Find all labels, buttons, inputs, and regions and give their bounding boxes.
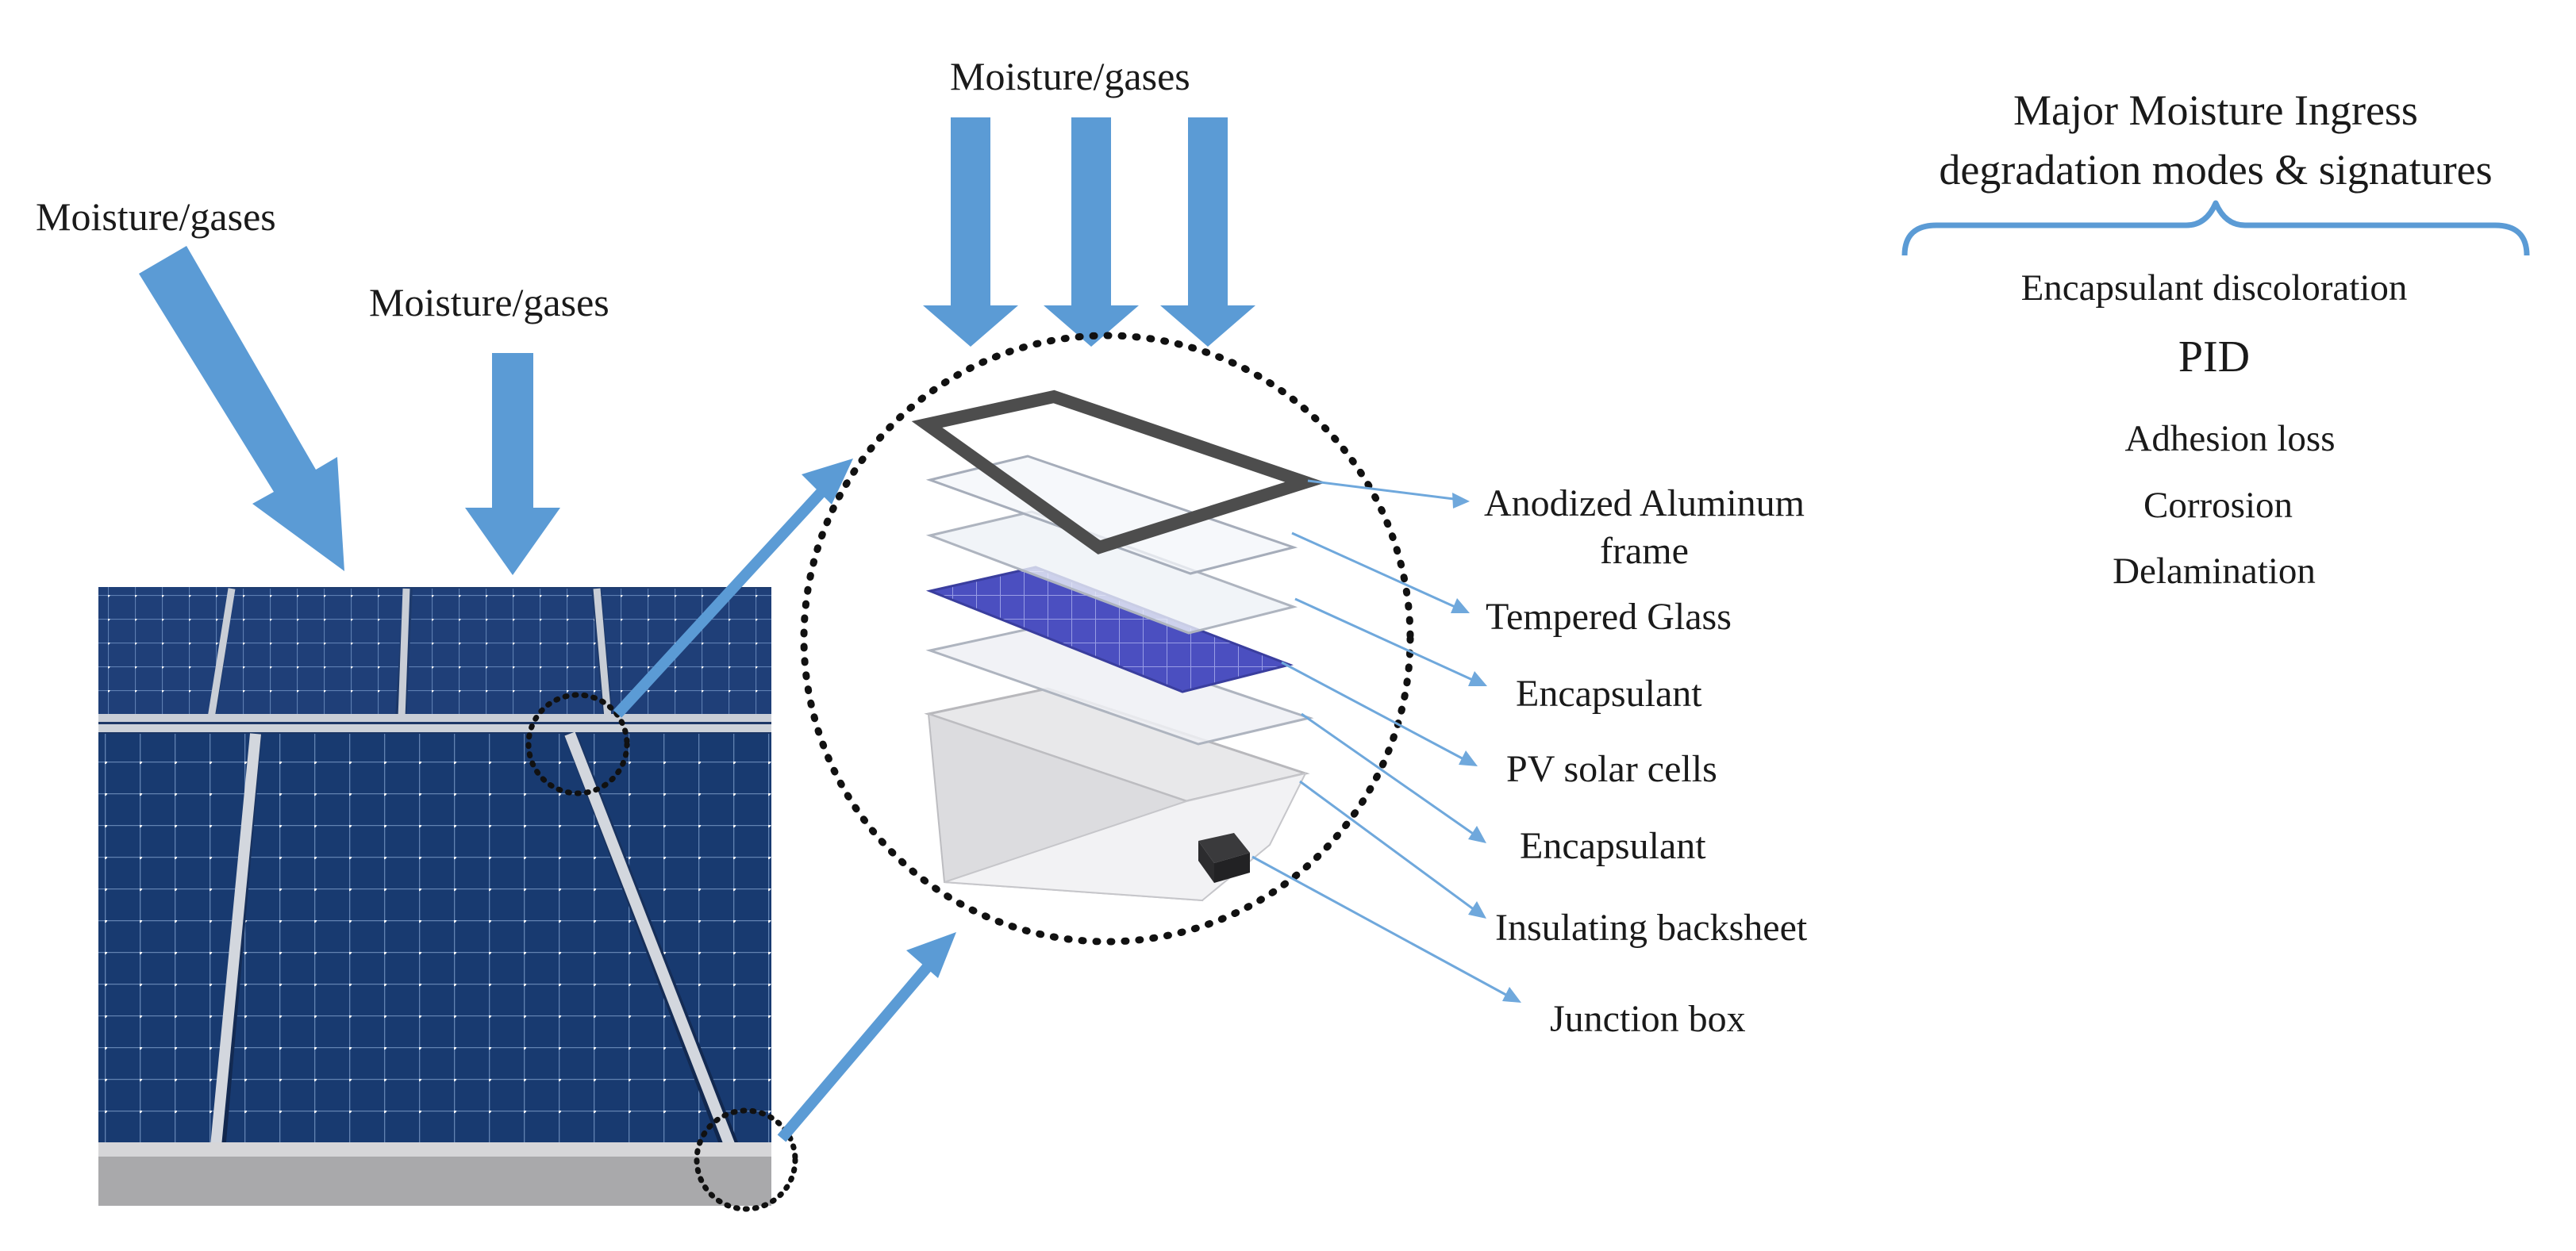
layer-encapsulant-lower: [925, 625, 1314, 746]
modes-title-line1: Major Moisture Ingress: [2013, 86, 2418, 134]
mode-encapsulant-discoloration: Encapsulant discoloration: [2021, 267, 2408, 309]
solar-array-photo: [98, 587, 798, 1212]
moisture-arrows-top: [923, 117, 1255, 347]
leader-lines: [1251, 479, 1521, 1003]
exploded-module: [911, 389, 1326, 902]
label-encapsulant-upper: Encapsulant: [1516, 673, 1702, 715]
mode-adhesion-loss: Adhesion loss: [2124, 418, 2335, 459]
degradation-modes-panel: Major Moisture Ingress degradation modes…: [1901, 86, 2530, 592]
mode-pid: PID: [2178, 332, 2250, 382]
layer-aluminum-frame: [911, 389, 1326, 555]
label-anodized-aluminum: Anodized Aluminum: [1484, 482, 1805, 524]
moisture-arrow-middle: [465, 353, 560, 575]
modes-title-line2: degradation modes & signatures: [1939, 146, 2492, 194]
layer-pv-cells: [925, 566, 1294, 693]
gas-label-middle: Moisture/gases: [369, 280, 609, 324]
moisture-arrow-left: [139, 246, 344, 571]
modes-brace: [1901, 200, 2530, 256]
label-insulating-backsheet: Insulating backsheet: [1495, 907, 1808, 949]
mode-delamination: Delamination: [2113, 551, 2316, 592]
label-pv-solar-cells: PV solar cells: [1506, 748, 1717, 790]
junction-box: [1198, 833, 1250, 883]
gas-label-left: Moisture/gases: [36, 194, 276, 239]
zoom-arrow-upper: [613, 459, 853, 718]
label-tempered-glass: Tempered Glass: [1486, 596, 1732, 638]
label-encapsulant-lower: Encapsulant: [1520, 825, 1706, 867]
zoom-arrow-lower: [777, 932, 956, 1142]
mode-corrosion: Corrosion: [2143, 485, 2293, 526]
label-junction-box: Junction box: [1550, 998, 1746, 1040]
gas-label-top: Moisture/gases: [950, 54, 1190, 98]
zoom-circle: [800, 332, 1414, 946]
label-frame: frame: [1600, 530, 1689, 572]
layer-encapsulant-upper: [925, 510, 1298, 635]
